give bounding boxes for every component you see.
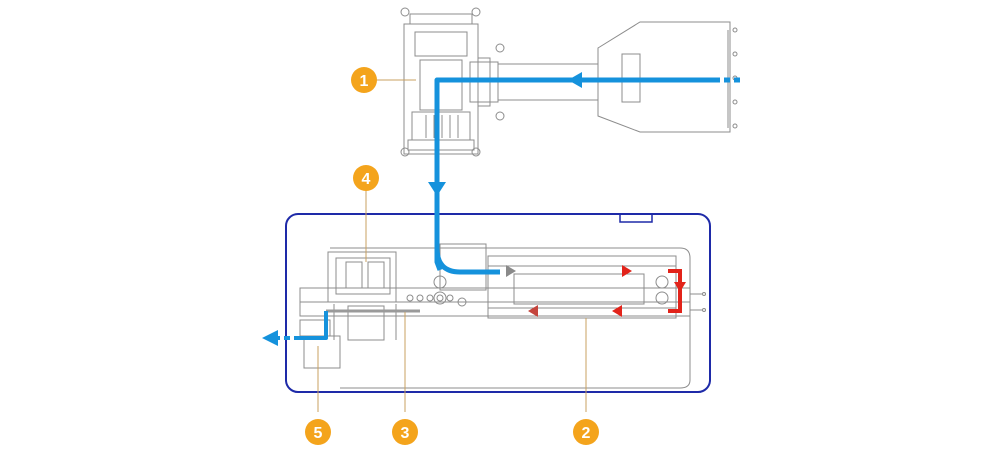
blue-exit-path [262, 311, 328, 346]
svg-text:2: 2 [582, 425, 591, 442]
machine-enclosure [285, 213, 711, 393]
svg-text:1: 1 [360, 73, 369, 90]
main-machine [285, 213, 711, 393]
marker-2: 2 [573, 419, 599, 445]
blue-flow-path [428, 72, 740, 275]
marker-1: 1 [351, 67, 377, 93]
marker-3: 3 [392, 419, 418, 445]
leader-lines [317, 79, 587, 412]
svg-text:5: 5 [314, 425, 323, 442]
marker-4: 4 [353, 165, 379, 191]
marker-5: 5 [305, 419, 331, 445]
feeder-unit [400, 7, 738, 157]
svg-text:4: 4 [362, 171, 371, 188]
svg-text:3: 3 [401, 425, 410, 442]
red-flow-path [326, 265, 686, 317]
